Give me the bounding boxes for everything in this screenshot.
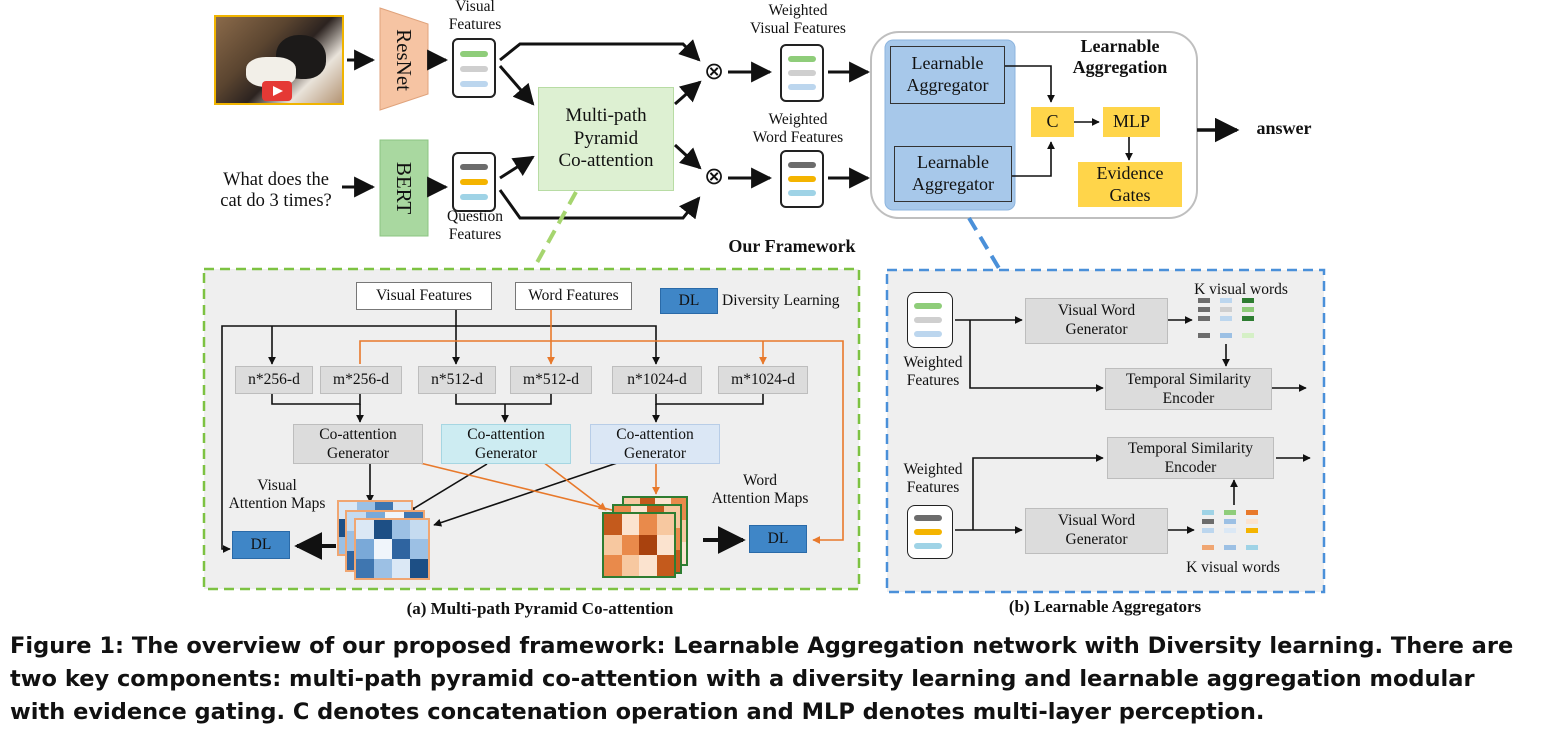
weighted-visual-stack	[780, 44, 824, 102]
visual-attention-map-front	[354, 518, 430, 580]
panel-b-weighted-features-top: Weighted Features	[903, 354, 963, 389]
co-attention-generator-2: Co-attention Generator	[441, 424, 571, 464]
learnable-aggregator-bottom: Learnable Aggregator	[894, 146, 1012, 202]
dim-n512: n*512-d	[418, 366, 496, 394]
question-text: What does the cat do 3 times?	[220, 170, 332, 212]
visual-word-generator-top: Visual Word Generator	[1025, 298, 1168, 344]
panel-a-visual-features: Visual Features	[356, 282, 492, 310]
visual-features-label: Visual Features	[448, 0, 502, 33]
panel-b-weighted-features-bottom: Weighted Features	[903, 461, 963, 496]
temporal-similarity-encoder-bottom: Temporal Similarity Encoder	[1107, 437, 1274, 479]
panel-a-caption: (a) Multi-path Pyramid Co-attention	[406, 599, 674, 618]
weighted-word-stack	[780, 150, 824, 208]
answer-label: answer	[1256, 118, 1312, 138]
k-visual-words-bottom: K visual words	[1186, 559, 1280, 576]
question-features-label: Question Features	[447, 208, 503, 243]
dim-n256: n*256-d	[235, 366, 313, 394]
weighted-word-label: Weighted Word Features	[752, 111, 844, 146]
visual-attention-maps-label: Visual Attention Maps	[228, 477, 326, 512]
visual-features-stack	[452, 38, 496, 98]
dim-m1024: m*1024-d	[718, 366, 808, 394]
dl-word: DL	[749, 525, 807, 553]
k-visual-words-icon-bottom	[1200, 510, 1264, 552]
otimes-bottom: ⊗	[703, 162, 725, 190]
word-attention-maps-label: Word Attention Maps	[711, 472, 809, 507]
evidence-gates: Evidence Gates	[1078, 162, 1182, 207]
dim-m256: m*256-d	[320, 366, 402, 394]
learnable-aggregator-top: Learnable Aggregator	[890, 46, 1005, 104]
panel-b-weighted-word-stack	[907, 505, 953, 559]
concat-c: C	[1031, 107, 1074, 137]
dl-visual: DL	[232, 531, 290, 559]
panel-a-word-features: Word Features	[515, 282, 632, 310]
visual-word-generator-bottom: Visual Word Generator	[1025, 508, 1168, 554]
question-features-stack	[452, 152, 496, 212]
multi-path-pyramid-co-attention: Multi-path Pyramid Co-attention	[538, 87, 674, 191]
panel-b-weighted-visual-stack	[907, 292, 953, 348]
learnable-aggregation-title: Learnable Aggregation	[1072, 36, 1168, 77]
mlp-box: MLP	[1103, 107, 1160, 137]
otimes-top: ⊗	[703, 57, 725, 85]
resnet-label: ResNet	[392, 29, 417, 91]
temporal-similarity-encoder-top: Temporal Similarity Encoder	[1105, 368, 1272, 410]
diversity-learning-label: Diversity Learning	[722, 292, 840, 309]
bert-rect	[379, 139, 429, 237]
bert-label: BERT	[392, 161, 417, 215]
k-visual-words-icon-top	[1196, 298, 1258, 344]
video-thumbnail	[214, 15, 344, 105]
k-visual-words-top: K visual words	[1194, 281, 1288, 298]
play-icon	[262, 81, 292, 101]
dl-legend-box: DL	[660, 288, 718, 314]
word-attention-map-front	[602, 512, 676, 578]
co-attention-generator-1: Co-attention Generator	[293, 424, 423, 464]
panel-b-caption: (b) Learnable Aggregators	[1008, 597, 1202, 616]
dim-m512: m*512-d	[510, 366, 592, 394]
figure-caption: Figure 1: The overview of our proposed f…	[10, 633, 1514, 725]
resnet-trapezoid	[379, 7, 429, 111]
co-attention-generator-3: Co-attention Generator	[590, 424, 720, 464]
dim-n1024: n*1024-d	[612, 366, 702, 394]
our-framework-label: Our Framework	[728, 236, 856, 256]
weighted-visual-label: Weighted Visual Features	[750, 2, 846, 37]
